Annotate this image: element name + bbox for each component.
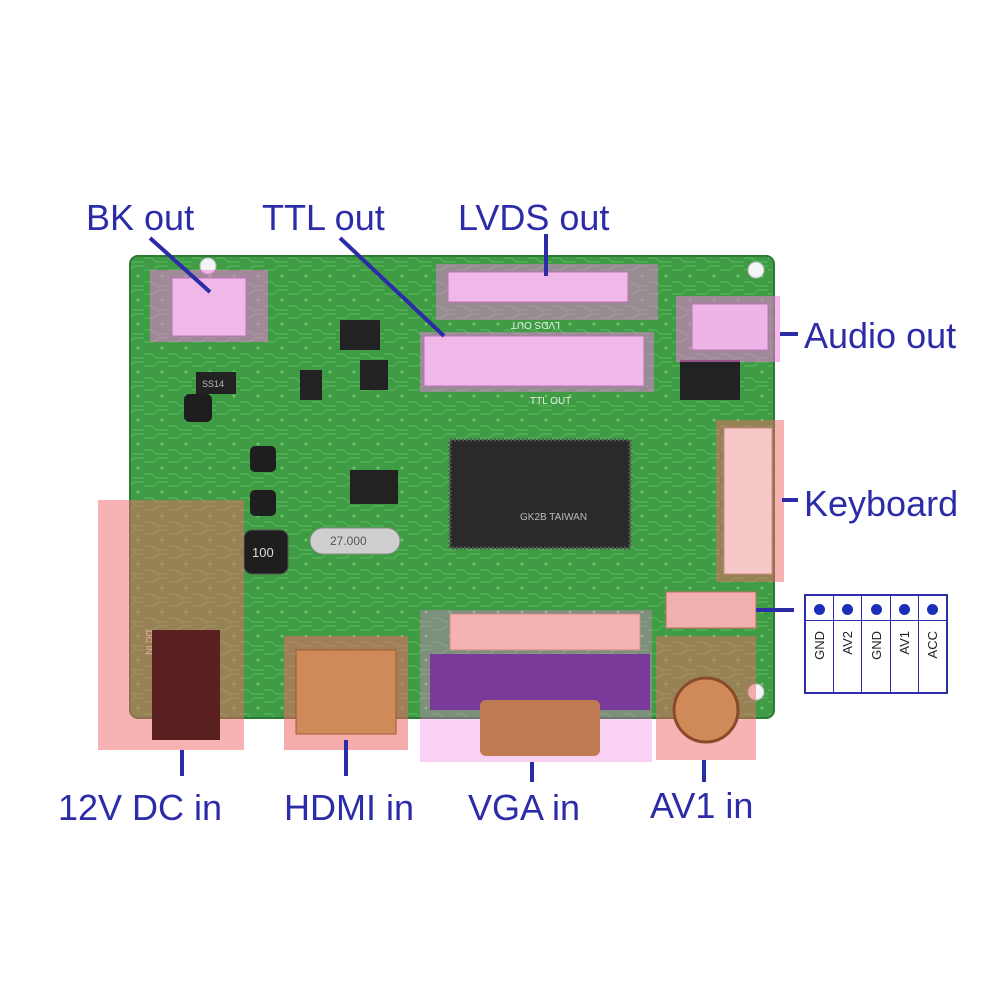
leader-lines <box>148 234 798 782</box>
av-pinout-legend: GND AV2 GND AV1 ACC <box>804 594 948 694</box>
keyboard-connector <box>723 427 773 575</box>
pinout-divider <box>804 620 948 621</box>
label-av1-in: AV1 in <box>650 785 754 826</box>
ic <box>340 320 380 350</box>
pin-label: AV2 <box>840 631 856 655</box>
ic <box>360 360 388 390</box>
mount-hole <box>747 261 765 279</box>
pin-5: ACC <box>919 596 946 692</box>
label-audio-out: Audio out <box>804 315 957 356</box>
header-connector <box>449 613 641 651</box>
vga-plug <box>480 700 600 756</box>
label-hdmi-in: HDMI in <box>284 787 415 828</box>
regulator <box>196 372 236 394</box>
inductor <box>184 394 212 422</box>
pin-dot-icon <box>814 604 826 615</box>
label-dc-in: 12V DC in <box>58 787 223 828</box>
main-chip <box>448 438 632 550</box>
pin-4: AV1 <box>891 596 919 692</box>
dc-jack <box>152 630 220 740</box>
lvds-connector <box>447 271 629 303</box>
label-ttl-out: TTL out <box>262 197 385 238</box>
pin-3: GND <box>862 596 891 692</box>
pin-2: AV2 <box>834 596 863 692</box>
pin-dot-icon <box>870 604 882 615</box>
label-bk-out: BK out <box>86 197 195 238</box>
pin-dot-icon <box>898 604 910 615</box>
pin-dot-icon <box>926 604 938 615</box>
inductor-label: 100 <box>252 545 274 560</box>
crystal-label: 27.000 <box>330 534 367 548</box>
ttl-silk: TTL OUT <box>530 396 571 407</box>
label-vga-in: VGA in <box>468 787 581 828</box>
pin-dot-icon <box>842 604 854 615</box>
label-keyboard: Keyboard <box>804 483 959 524</box>
pin-label: AV1 <box>896 631 912 655</box>
regulator-label: SS14 <box>202 379 224 389</box>
pin-label: ACC <box>924 631 940 659</box>
rca-jack <box>672 676 740 744</box>
label-lvds-out: LVDS out <box>458 197 610 238</box>
chip-label: GK2B TAIWAN <box>520 512 587 523</box>
ic <box>300 370 322 400</box>
hdmi-connector <box>295 649 397 735</box>
pin-label: GND <box>868 631 884 660</box>
ic <box>680 360 740 400</box>
inductor <box>250 446 276 472</box>
av-pin-connector <box>665 591 757 629</box>
ttl-connector <box>423 335 645 387</box>
crystal <box>309 527 401 555</box>
bk-out-connector <box>171 277 247 337</box>
inductor <box>250 490 276 516</box>
ic <box>350 470 398 504</box>
pin-1: GND <box>806 596 835 692</box>
pin-label: GND <box>812 631 828 660</box>
lvds-silk: LVDS OUT <box>511 319 560 330</box>
audio-connector <box>691 303 769 351</box>
